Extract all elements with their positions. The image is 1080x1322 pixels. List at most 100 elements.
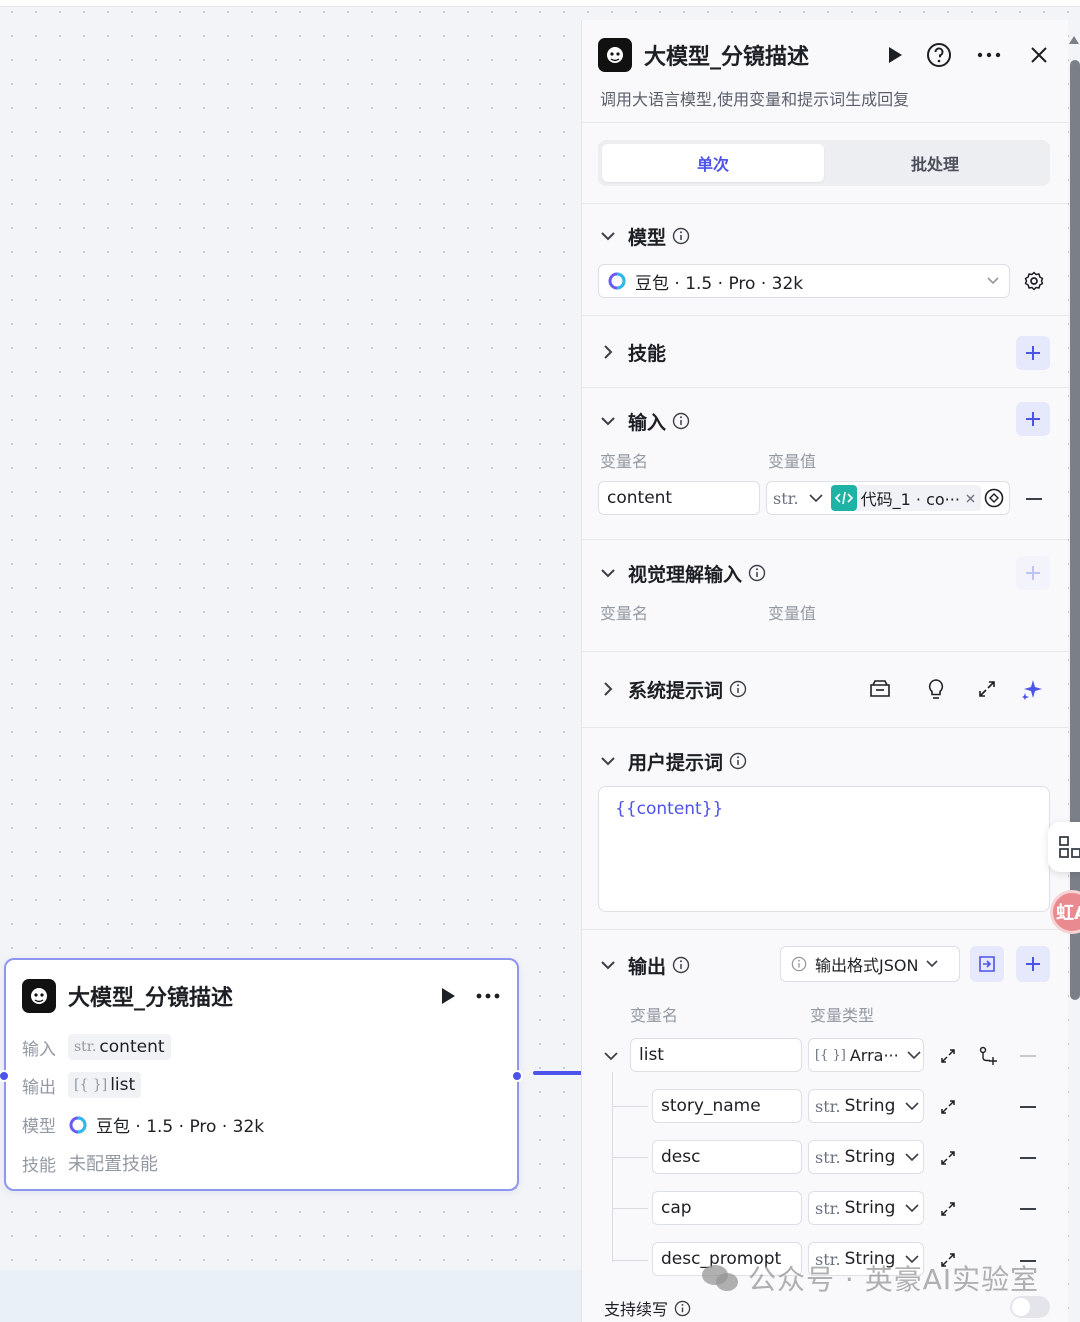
run-icon[interactable] xyxy=(435,983,461,1009)
output-section-header[interactable]: 输出 xyxy=(598,950,690,980)
output-type-select[interactable]: str. String xyxy=(808,1242,924,1276)
input-var-value-field[interactable]: str. 代码_1 · co··· xyxy=(766,481,1010,515)
model-section-header[interactable]: 模型 xyxy=(598,221,690,251)
node-input-tag: str.content xyxy=(68,1034,171,1060)
model-select-value: 豆包 · 1.5 · Pro · 32k xyxy=(635,273,804,294)
close-icon[interactable] xyxy=(1024,40,1054,70)
remove-output-button[interactable] xyxy=(1020,1055,1036,1057)
vision-section-header[interactable]: 视觉理解输入 xyxy=(598,558,766,588)
type-badge: str. xyxy=(815,1147,841,1167)
info-icon[interactable] xyxy=(672,956,690,974)
remove-output-button[interactable] xyxy=(1020,1208,1036,1210)
node-title: 大模型_分镜描述 xyxy=(68,986,234,1011)
node-output-port[interactable] xyxy=(511,1070,523,1082)
floating-grid-button[interactable] xyxy=(1048,822,1080,872)
expand-icon[interactable] xyxy=(936,1248,960,1272)
output-var-name-field[interactable]: desc xyxy=(652,1140,802,1174)
remove-output-button[interactable] xyxy=(1020,1157,1036,1159)
vision-col-name: 变量名 xyxy=(600,604,649,623)
info-icon xyxy=(791,956,807,972)
vision-input-section xyxy=(582,540,1068,652)
model-select[interactable]: 豆包 · 1.5 · Pro · 32k xyxy=(598,264,1010,298)
stream-toggle[interactable] xyxy=(1010,1296,1050,1318)
expand-icon[interactable] xyxy=(936,1095,960,1119)
llm-node-card[interactable]: 大模型_分镜描述 输入 str.content 输出 [{ }]list 模型 … xyxy=(4,958,519,1191)
run-icon[interactable] xyxy=(880,40,910,70)
connection-edge[interactable] xyxy=(533,1071,583,1075)
user-prompt-editor[interactable]: {{content}} xyxy=(598,786,1050,912)
panel-header-section: 大模型_分镜描述 调用大语言模型,使用变量和提示词生成回复 xyxy=(582,20,1068,123)
top-bar xyxy=(0,0,1080,7)
remove-input-button[interactable] xyxy=(1026,498,1042,500)
lightbulb-icon[interactable] xyxy=(924,677,948,701)
info-icon[interactable] xyxy=(672,412,690,430)
expand-icon[interactable] xyxy=(936,1146,960,1170)
input-col-name: 变量名 xyxy=(600,452,649,471)
code-node-icon xyxy=(830,485,857,511)
chevron-down-icon xyxy=(809,493,823,502)
remove-output-button[interactable] xyxy=(1020,1260,1036,1262)
add-output-button[interactable] xyxy=(1016,946,1050,982)
node-input-row: 输入 str.content xyxy=(22,1034,171,1060)
output-var-name-field[interactable]: story_name xyxy=(652,1089,802,1123)
system-prompt-header[interactable]: 系统提示词 xyxy=(598,674,747,704)
output-type-select[interactable]: [{ }] Arra··· xyxy=(808,1038,924,1072)
info-icon[interactable] xyxy=(748,564,766,582)
output-type-select[interactable]: str. String xyxy=(808,1089,924,1123)
panel-scrollbar[interactable] xyxy=(1070,60,1080,1000)
output-format-select[interactable]: 输出格式JSON xyxy=(780,946,960,982)
user-prompt-title: 用户提示词 xyxy=(628,751,724,774)
info-icon[interactable] xyxy=(672,227,690,245)
remove-output-button[interactable] xyxy=(1020,1106,1036,1108)
add-child-field-icon[interactable] xyxy=(976,1044,1000,1068)
output-type-select[interactable]: str. String xyxy=(808,1191,924,1225)
chevron-down-icon xyxy=(598,955,618,975)
expand-icon[interactable] xyxy=(936,1197,960,1221)
output-var-name-field[interactable]: cap xyxy=(652,1191,802,1225)
tab-single[interactable]: 单次 xyxy=(602,144,824,182)
node-output-row: 输出 [{ }]list xyxy=(22,1072,142,1098)
remove-icon[interactable] xyxy=(966,494,975,503)
output-var-name-field[interactable]: desc_promopt xyxy=(652,1242,802,1276)
info-icon[interactable] xyxy=(729,680,747,698)
stream-label: 支持续写 xyxy=(604,1300,669,1319)
input-section-header[interactable]: 输入 xyxy=(598,406,690,436)
add-vision-input-button[interactable] xyxy=(1016,556,1050,590)
chevron-down-icon[interactable] xyxy=(604,1052,618,1061)
type-badge: str. xyxy=(74,1039,97,1055)
variable-reference-chip[interactable]: 代码_1 · co··· xyxy=(830,485,981,511)
tab-batch[interactable]: 批处理 xyxy=(910,155,959,174)
scroll-up-arrow-icon[interactable] xyxy=(1068,30,1080,44)
node-skills-value: 未配置技能 xyxy=(68,1154,158,1175)
info-icon[interactable] xyxy=(674,1300,691,1317)
more-icon[interactable] xyxy=(974,40,1004,70)
output-var-name-field[interactable]: list xyxy=(630,1038,802,1072)
expand-icon[interactable] xyxy=(936,1044,960,1068)
import-icon xyxy=(979,956,995,972)
plus-icon xyxy=(1026,346,1040,360)
prompt-library-icon[interactable] xyxy=(868,677,892,701)
ai-optimize-sparkle-icon[interactable] xyxy=(1020,677,1044,701)
info-icon[interactable] xyxy=(729,752,747,770)
node-input-label: 输入 xyxy=(22,1039,56,1060)
node-input-value: content xyxy=(99,1037,165,1057)
node-input-port[interactable] xyxy=(0,1070,10,1082)
user-prompt-header[interactable]: 用户提示词 xyxy=(598,746,747,776)
expand-icon[interactable] xyxy=(975,677,999,701)
input-type-select[interactable]: str. xyxy=(773,488,799,508)
variable-picker-icon[interactable] xyxy=(982,486,1006,510)
help-icon[interactable] xyxy=(924,40,954,70)
add-skill-button[interactable] xyxy=(1016,336,1050,370)
tree-branch-line xyxy=(612,1106,648,1107)
more-icon[interactable] xyxy=(475,983,501,1009)
output-type-select[interactable]: str. String xyxy=(808,1140,924,1174)
input-var-name-field[interactable]: content xyxy=(598,481,760,515)
import-output-button[interactable] xyxy=(970,946,1004,982)
stream-option: 支持续写 xyxy=(604,1296,691,1320)
skills-section-header[interactable]: 技能 xyxy=(598,337,666,367)
add-input-button[interactable] xyxy=(1016,402,1050,436)
output-format-label: 输出格式JSON xyxy=(815,956,919,975)
floating-assistant-badge[interactable]: 虹A xyxy=(1050,890,1080,934)
node-output-tag: [{ }]list xyxy=(68,1072,142,1098)
model-settings-gear-icon[interactable] xyxy=(1022,269,1046,293)
